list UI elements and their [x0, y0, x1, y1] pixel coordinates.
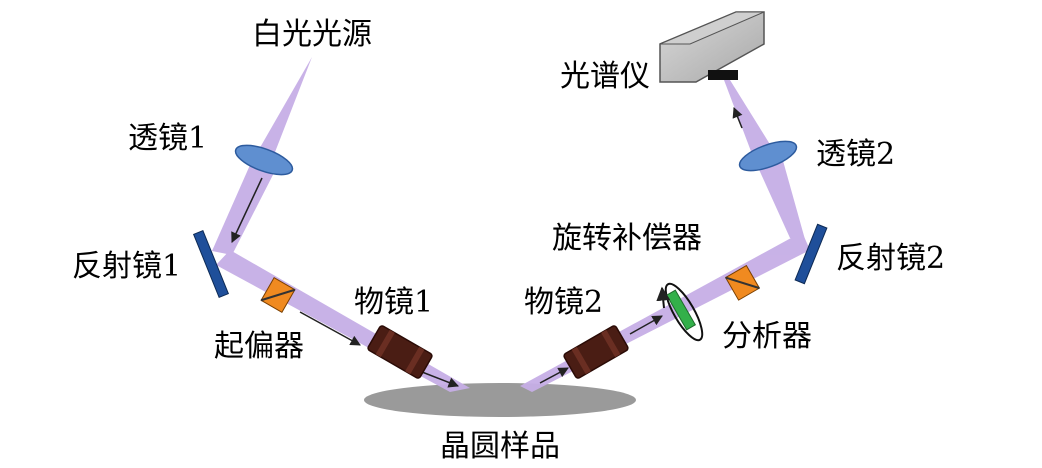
beam-arrow-3 — [421, 371, 459, 388]
objective-lens-icon — [563, 325, 629, 379]
beam-lens1-to-mirror1 — [212, 165, 278, 255]
label-polarizer: 起偏器 — [214, 329, 304, 364]
label-spectrometer: 光谱仪 — [560, 59, 650, 94]
flat-mirror-icon — [192, 229, 230, 299]
waveplate-icon — [656, 282, 704, 342]
label-objective2: 物镜2 — [524, 285, 603, 320]
label-analyzer: 分析器 — [722, 319, 812, 354]
beam-mirror1-to-sample — [216, 250, 470, 392]
beam-arrow-2 — [299, 311, 361, 346]
beam-source-to-lens1 — [250, 57, 312, 165]
ellipse-lens-icon — [234, 144, 294, 176]
spectrometer-box-icon — [659, 11, 765, 83]
polarizer-cube-icon — [724, 264, 761, 301]
beam-arrow-4 — [539, 367, 569, 384]
wafer-sample-disc — [364, 383, 636, 417]
label-rotating-compensator: 旋转补偿器 — [552, 221, 702, 256]
label-white-light-source: 白光光源 — [252, 17, 372, 52]
ellipse-lens-icon — [738, 140, 798, 172]
label-objective1: 物镜1 — [354, 285, 433, 320]
label-mirror2: 反射镜2 — [836, 241, 945, 276]
label-lens2: 透镜2 — [816, 137, 895, 172]
label-lens1: 透镜1 — [128, 121, 207, 156]
beam-lens2-to-spectrometer — [724, 80, 776, 154]
beam-arrow-6 — [732, 107, 743, 129]
beam-arrow-1 — [231, 177, 263, 243]
beam-arrow-5 — [629, 315, 663, 335]
objective-lens-icon — [367, 325, 433, 379]
flat-mirror-icon — [794, 223, 828, 285]
polarizer-cube-icon — [260, 277, 296, 313]
label-wafer-sample: 晶圆样品 — [440, 429, 560, 464]
beam-mirror2-to-lens2 — [752, 150, 806, 243]
label-mirror1: 反射镜1 — [72, 249, 181, 284]
